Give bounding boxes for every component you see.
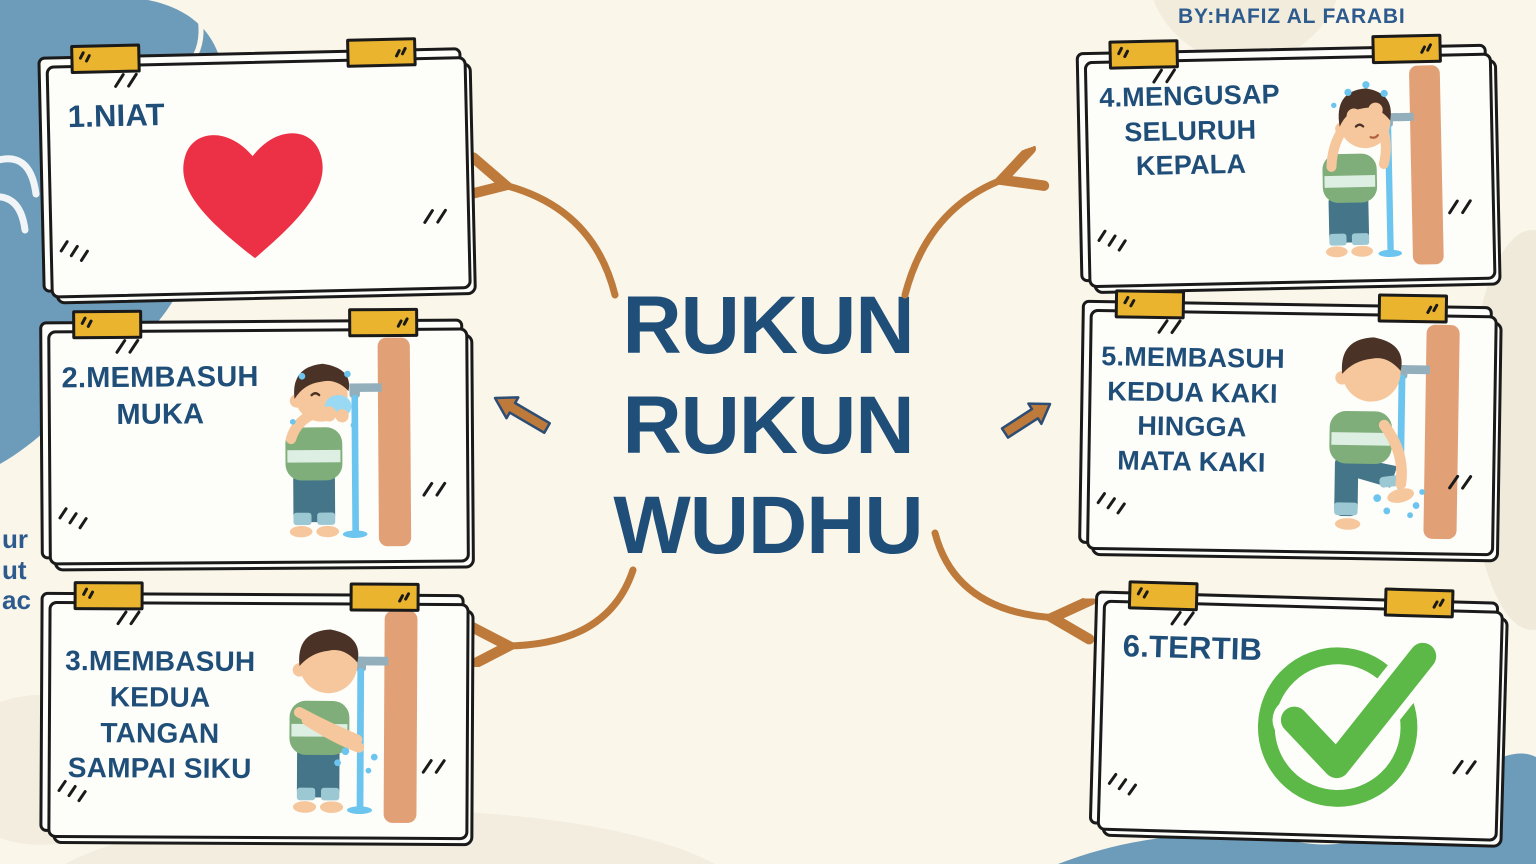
arrow-to-card-3: [503, 566, 637, 646]
boy-washing-hands-illustration: [289, 610, 418, 823]
tape-icon: [72, 309, 143, 340]
card-label: 6.TERTIB: [1122, 628, 1263, 668]
tape-icon: [70, 43, 141, 75]
tape-icon: [73, 581, 144, 611]
arrow-to-card-2: [493, 396, 551, 435]
hatch-marks: [114, 338, 140, 355]
card-membasuh-tangan: 3.MEMBASUH KEDUA TANGAN SAMPAI SIKU: [39, 581, 465, 835]
tape-icon: [1377, 293, 1449, 324]
hatch-marks: [1156, 318, 1183, 335]
arrow-to-card-4: [901, 178, 1007, 299]
card-label: 2.MEMBASUH MUKA: [61, 360, 259, 432]
hatch-marks: [1096, 228, 1127, 253]
page-title: RUKUN RUKUN WUDHU: [613, 280, 923, 572]
tape-icon: [349, 582, 420, 612]
card-label: 1.NIAT: [67, 96, 166, 135]
card-label: 4.MENGUSAP SELURUH KEPALA: [1098, 79, 1281, 182]
arrow-to-card-5: [1000, 402, 1052, 439]
hatch-marks: [1447, 198, 1473, 216]
hatch-marks: [1451, 758, 1478, 776]
tape-icon: [1114, 289, 1186, 320]
tape-icon: [348, 307, 419, 338]
card-niat: 1.NIAT: [37, 37, 467, 293]
card-tertib: 6.TERTIB: [1088, 580, 1500, 836]
arrow-to-card-1: [500, 184, 619, 299]
card-label: 3.MEMBASUH KEDUA TANGAN SAMPAI SIKU: [65, 645, 256, 785]
hatch-marks: [58, 239, 90, 264]
hatch-marks: [1151, 67, 1177, 85]
hatch-marks: [115, 609, 142, 626]
card-label: 5.MEMBASUH KEDUA KAKI HINGGA MATA KAKI: [1101, 341, 1286, 478]
byline: BY:HAFIZ AL FARABI: [1178, 5, 1406, 28]
card-membasuh-kaki: 5.MEMBASUH KEDUA KAKI HINGGA MATA KAKI: [1078, 289, 1493, 551]
card-membasuh-muka: 2.MEMBASUH MUKA: [39, 307, 465, 560]
edge-text-fragment: ur ut ac: [2, 524, 31, 616]
hatch-marks: [113, 72, 139, 90]
arrow-to-card-6: [931, 529, 1058, 618]
boy-wiping-head-illustration: [1322, 65, 1444, 265]
hatch-marks: [1447, 474, 1473, 491]
boy-washing-face-illustration: [285, 337, 412, 547]
card-mengusap-kepala: 4.MENGUSAP SELURUH KEPALA: [1075, 33, 1492, 283]
tape-icon: [1371, 33, 1442, 65]
tape-icon: [1127, 580, 1199, 612]
tape-icon: [1383, 587, 1455, 619]
hatch-marks: [421, 481, 447, 498]
hatch-marks: [1169, 609, 1196, 627]
heart-icon: [183, 133, 323, 259]
hatch-marks: [421, 758, 447, 775]
hatch-marks: [1106, 772, 1138, 797]
green-checkmark-icon: [1257, 634, 1444, 807]
hatch-marks: [57, 506, 88, 530]
hatch-marks: [1095, 491, 1126, 516]
hatch-marks: [56, 779, 87, 803]
tape-icon: [346, 37, 417, 68]
boy-washing-feet-illustration: [1329, 324, 1460, 540]
tape-icon: [1108, 39, 1179, 70]
hatch-marks: [422, 208, 448, 226]
